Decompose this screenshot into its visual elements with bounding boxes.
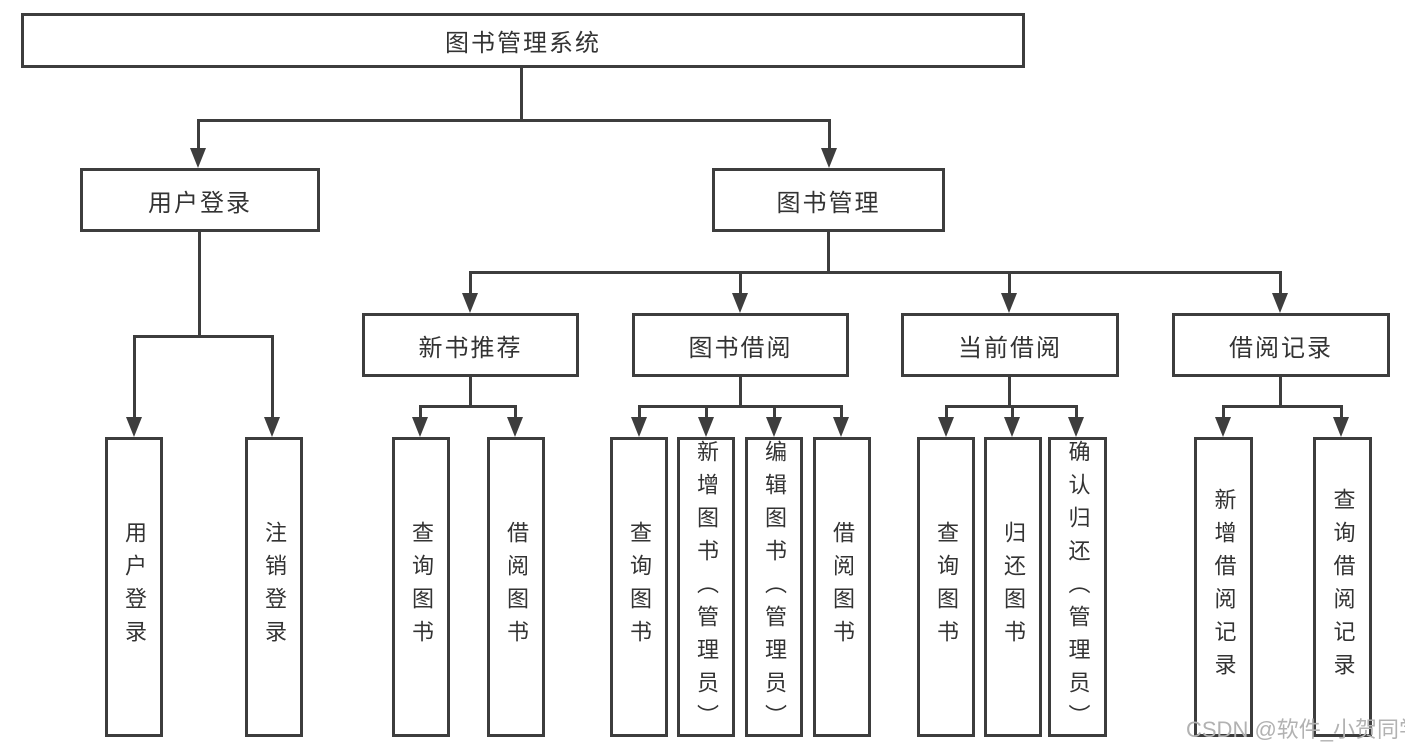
leaf-edit-books-admin: 编辑图书（管理员） (745, 437, 803, 737)
connector-line (520, 68, 523, 120)
arrow-down-icon (264, 417, 280, 437)
node-label: 借阅图书 (504, 521, 529, 653)
connector-line (469, 377, 472, 408)
connector-line (419, 405, 517, 408)
node-label: 用户登录 (122, 521, 147, 653)
arrow-down-icon (507, 417, 523, 437)
watermark: CSDN @软件_小贺同学 (1186, 717, 1405, 742)
arrow-down-icon (412, 417, 428, 437)
arrow-down-icon (1272, 293, 1288, 313)
connector-line (1222, 405, 1225, 420)
leaf-borrow-books: 借阅图书 (813, 437, 871, 737)
node-label: 编辑图书（管理员） (762, 440, 787, 737)
connector-line (198, 232, 201, 337)
leaf-query-books-current: 查询图书 (917, 437, 975, 737)
node-book-borrowing: 图书借阅 (632, 313, 849, 377)
leaf-borrow-books-recommend: 借阅图书 (487, 437, 545, 737)
node-label: 查询图书 (934, 521, 959, 653)
connector-line (828, 119, 831, 151)
leaf-return-books: 归还图书 (984, 437, 1042, 737)
arrow-down-icon (1004, 417, 1020, 437)
connector-line (197, 119, 831, 122)
connector-line (945, 405, 948, 420)
node-label: 借阅记录 (1229, 334, 1333, 362)
node-user-login: 用户登录 (80, 168, 320, 232)
connector-line (197, 119, 200, 151)
connector-line (638, 405, 842, 408)
connector-line (827, 232, 830, 273)
connector-line (773, 405, 776, 420)
node-label: 确认归还（管理员） (1065, 440, 1091, 737)
node-label: 图书管理 (776, 189, 881, 217)
connector-line (840, 405, 843, 420)
node-label: 图书管理系统 (445, 30, 601, 57)
node-label: 图书借阅 (688, 334, 793, 362)
node-book-management: 图书管理 (712, 168, 945, 232)
arrow-down-icon (821, 148, 837, 168)
node-label: 注销登录 (262, 521, 287, 653)
leaf-query-borrow-record: 查询借阅记录 (1313, 437, 1372, 737)
arrow-down-icon (698, 417, 714, 437)
connector-line (133, 335, 136, 419)
arrow-down-icon (631, 417, 647, 437)
leaf-add-books-admin: 新增图书（管理员） (677, 437, 735, 737)
connector-line (469, 271, 1282, 274)
connector-line (739, 271, 742, 295)
node-label: 新增借阅记录 (1211, 488, 1237, 686)
node-label: 当前借阅 (958, 334, 1062, 362)
arrow-down-icon (1333, 417, 1349, 437)
node-current-borrowing: 当前借阅 (901, 313, 1119, 377)
arrow-down-icon (126, 417, 142, 437)
connector-line (1279, 377, 1282, 408)
leaf-logout: 注销登录 (245, 437, 303, 737)
arrow-down-icon (732, 293, 748, 313)
arrow-down-icon (938, 417, 954, 437)
arrow-down-icon (1001, 293, 1017, 313)
arrow-down-icon (1215, 417, 1231, 437)
connector-line (469, 271, 472, 295)
connector-line (638, 405, 641, 420)
leaf-confirm-return-admin: 确认归还（管理员） (1048, 437, 1107, 737)
connector-line (739, 377, 742, 408)
node-label: 查询借阅记录 (1330, 488, 1356, 686)
connector-line (1075, 405, 1078, 420)
leaf-add-borrow-record: 新增借阅记录 (1194, 437, 1253, 737)
arrow-down-icon (766, 417, 782, 437)
arrow-down-icon (1068, 417, 1084, 437)
node-label: 新增图书（管理员） (694, 440, 719, 737)
arrow-down-icon (190, 148, 206, 168)
node-label: 借阅图书 (830, 521, 855, 653)
node-label: 新书推荐 (418, 334, 523, 362)
connector-line (1008, 271, 1011, 295)
node-borrowing-records: 借阅记录 (1172, 313, 1390, 377)
connector-line (1222, 405, 1343, 408)
leaf-user-login: 用户登录 (105, 437, 163, 737)
node-new-book-recommend: 新书推荐 (362, 313, 579, 377)
node-library-management-system: 图书管理系统 (21, 13, 1025, 68)
node-label: 查询图书 (627, 521, 652, 653)
connector-line (271, 335, 274, 419)
arrow-down-icon (833, 417, 849, 437)
connector-line (133, 335, 273, 338)
connector-line (1340, 405, 1343, 420)
node-label: 归还图书 (1001, 521, 1026, 653)
leaf-query-books-borrowing: 查询图书 (610, 437, 668, 737)
arrow-down-icon (462, 293, 478, 313)
connector-line (705, 405, 708, 420)
node-label: 查询图书 (409, 521, 434, 653)
node-label: 用户登录 (148, 189, 252, 217)
connector-line (419, 405, 422, 420)
connector-line (514, 405, 517, 420)
connector-line (1011, 405, 1014, 420)
connector-line (1008, 377, 1011, 408)
connector-line (1279, 271, 1282, 295)
leaf-query-books-recommend: 查询图书 (392, 437, 450, 737)
